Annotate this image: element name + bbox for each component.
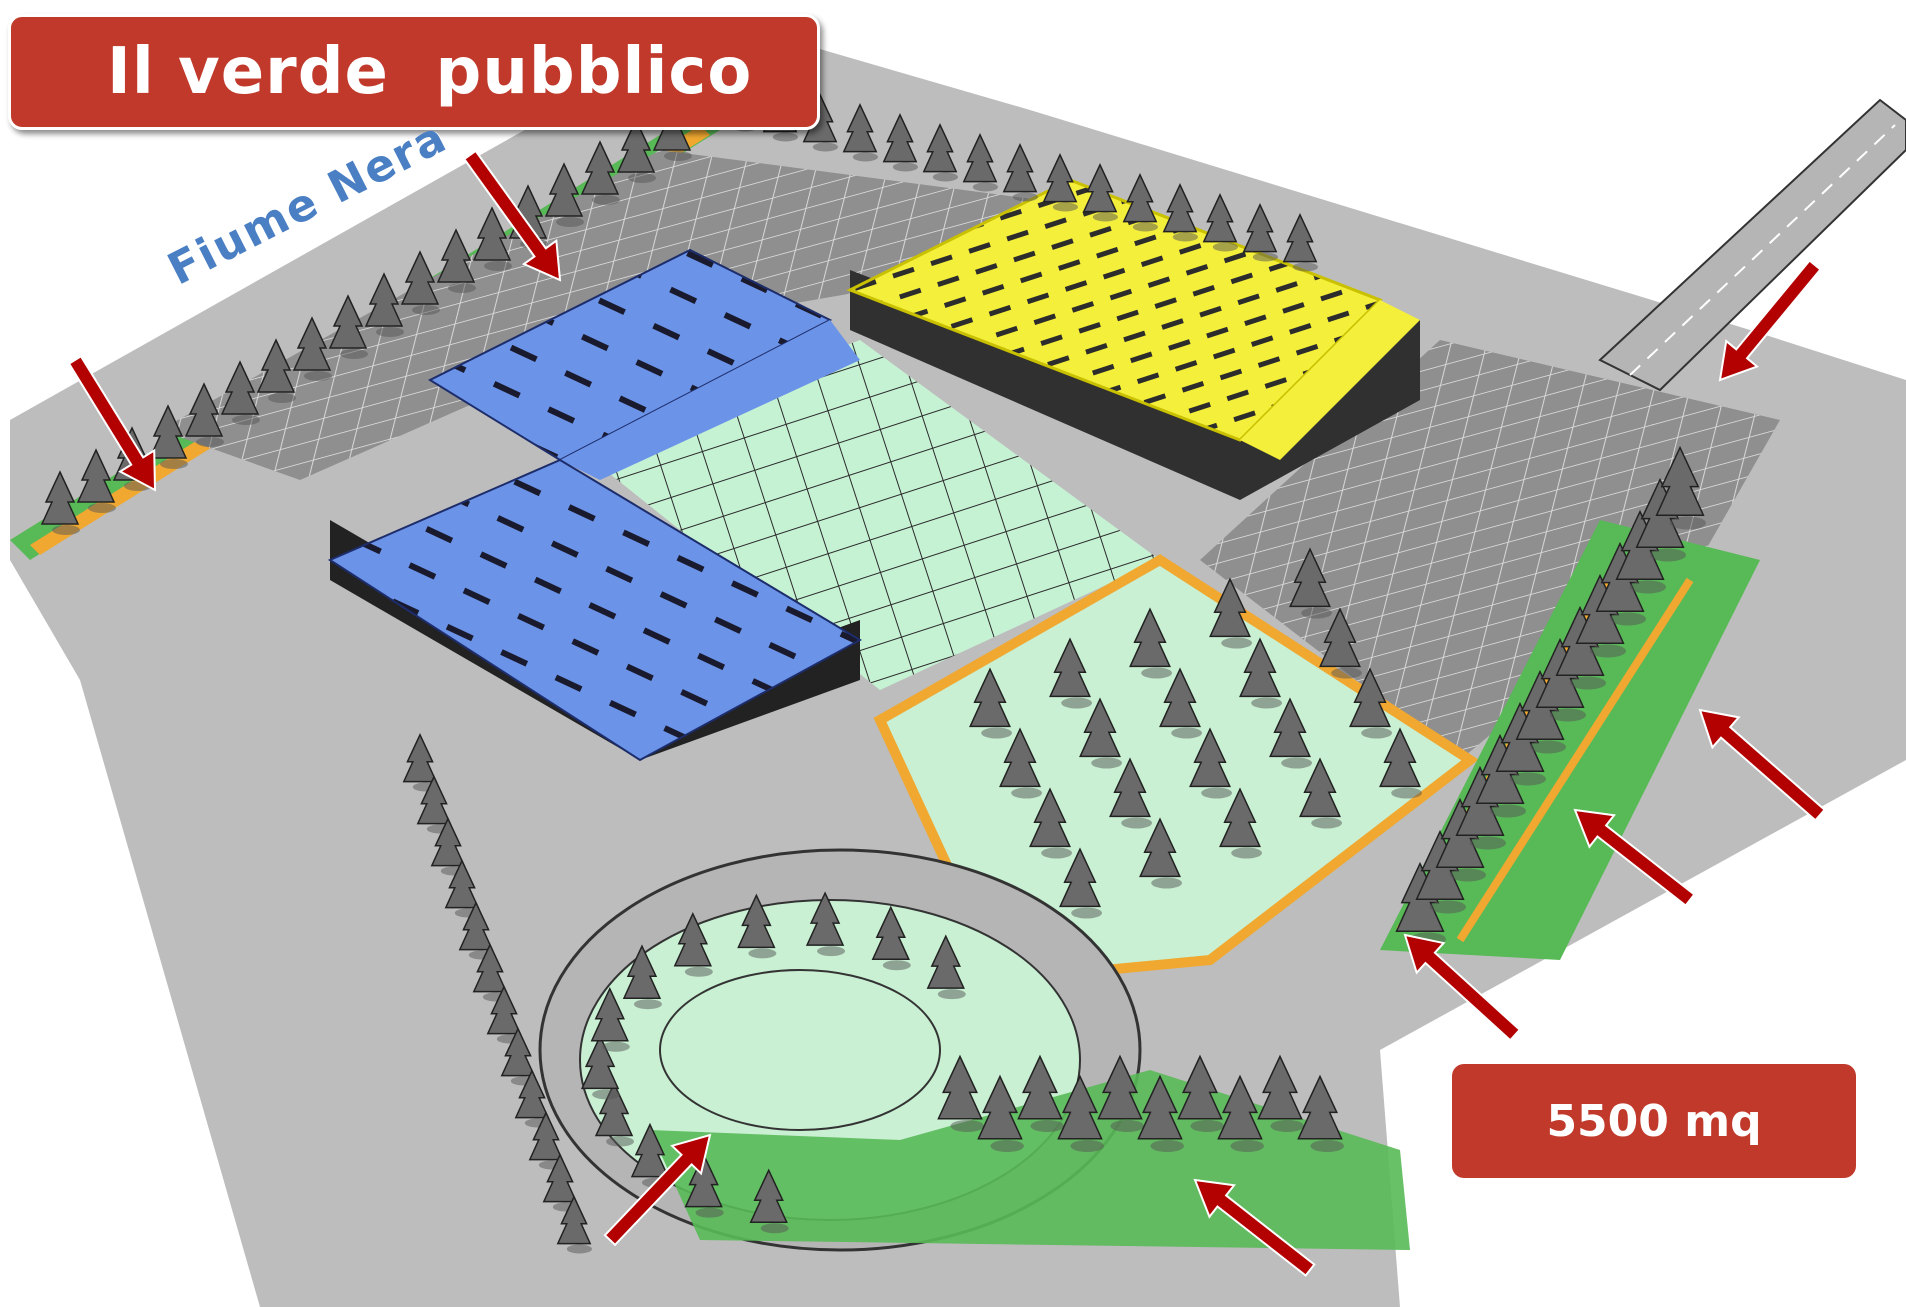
tree-icon bbox=[256, 338, 296, 403]
tree-icon bbox=[969, 667, 1012, 739]
tree-icon bbox=[937, 1054, 984, 1132]
tree-icon bbox=[922, 123, 959, 182]
tree-icon bbox=[328, 294, 368, 359]
tree-icon bbox=[580, 140, 620, 205]
central-plaza bbox=[580, 340, 1160, 690]
tree-icon bbox=[1655, 445, 1707, 530]
tree-icon bbox=[1349, 667, 1392, 739]
tree-icon bbox=[1299, 757, 1342, 829]
tree-icon bbox=[148, 404, 188, 469]
tree-icon bbox=[1059, 847, 1102, 919]
tree-icon bbox=[436, 228, 476, 293]
tree-icon bbox=[1289, 547, 1332, 619]
tree-icon bbox=[590, 986, 630, 1052]
tree-icon bbox=[1129, 607, 1172, 679]
tree-icon bbox=[1297, 1074, 1344, 1152]
tree-icon bbox=[926, 934, 966, 1000]
tree-icon bbox=[1002, 143, 1038, 202]
area-badge: 5500 mq bbox=[1452, 1064, 1856, 1178]
blue-building-roof-b bbox=[560, 320, 860, 480]
tree-icon bbox=[1319, 607, 1362, 679]
tree-icon bbox=[1057, 1074, 1104, 1152]
blue-building-roof-c bbox=[327, 458, 863, 762]
tree-icon bbox=[1137, 1074, 1184, 1152]
arrow-icon bbox=[1573, 808, 1696, 907]
tree-icon bbox=[1162, 183, 1198, 242]
tree-icon bbox=[1189, 727, 1232, 799]
tree-icon bbox=[220, 360, 260, 425]
arrow-icon bbox=[1698, 708, 1827, 822]
arrow-icon bbox=[1193, 1178, 1316, 1277]
tree-icon bbox=[1082, 163, 1118, 222]
access-road bbox=[1598, 98, 1906, 392]
area-value: 5500 mq bbox=[1546, 1095, 1762, 1147]
tree-icon bbox=[1257, 1054, 1304, 1132]
tree-icon bbox=[594, 1081, 635, 1147]
tree-icon bbox=[616, 118, 656, 183]
tree-icon bbox=[184, 382, 224, 447]
tree-icon bbox=[882, 113, 919, 172]
tree-icon bbox=[962, 133, 999, 192]
tree-icon bbox=[1017, 1054, 1064, 1132]
tree-icon bbox=[544, 162, 584, 227]
tree-icon bbox=[842, 103, 879, 162]
tree-icon bbox=[1049, 637, 1092, 709]
tree-icon bbox=[805, 891, 846, 957]
tree-icon bbox=[1097, 1054, 1144, 1132]
tree-icon bbox=[1029, 787, 1072, 859]
tree-icon bbox=[1177, 1054, 1224, 1132]
tree-icon bbox=[1202, 193, 1238, 252]
tree-icon bbox=[1122, 173, 1158, 232]
tree-icon bbox=[1139, 817, 1182, 889]
tree-icon bbox=[472, 206, 512, 271]
arrow-icon bbox=[67, 354, 157, 492]
arrow-icon bbox=[603, 1133, 712, 1247]
tree-icon bbox=[684, 1152, 724, 1218]
tree-icon bbox=[737, 893, 777, 959]
tree-icon bbox=[292, 316, 332, 381]
tree-icon bbox=[1042, 153, 1078, 212]
arrow-icon bbox=[1403, 933, 1522, 1042]
tree-icon bbox=[580, 1034, 621, 1100]
tree-icon bbox=[977, 1074, 1024, 1152]
tree-icon bbox=[364, 272, 404, 337]
tree-icon bbox=[1159, 667, 1202, 739]
tree-icon bbox=[40, 470, 80, 535]
tree-icon bbox=[1282, 213, 1318, 272]
tree-icon bbox=[871, 905, 911, 971]
tree-icon bbox=[556, 1195, 593, 1254]
tree-icon bbox=[1379, 727, 1422, 799]
tree-icon bbox=[400, 250, 440, 315]
arrow-icon bbox=[462, 149, 562, 282]
tree-icon bbox=[673, 912, 713, 977]
tree-icon bbox=[1269, 697, 1312, 769]
tree-icon bbox=[76, 448, 116, 513]
arrow-icon bbox=[1718, 259, 1822, 382]
tree-icon bbox=[1242, 203, 1278, 262]
yellow-building-wing bbox=[1240, 300, 1420, 460]
tree-icon bbox=[999, 727, 1042, 799]
tree-icon bbox=[622, 944, 662, 1010]
tree-icon bbox=[1209, 577, 1252, 649]
tree-icon bbox=[1219, 787, 1262, 859]
tree-icon bbox=[1109, 757, 1152, 829]
tree-icon bbox=[1239, 637, 1282, 709]
page-title: Il verde pubblico bbox=[107, 35, 753, 109]
tree-icon bbox=[1079, 697, 1122, 769]
title-banner: Il verde pubblico bbox=[8, 14, 820, 130]
tree-icon bbox=[1217, 1074, 1264, 1152]
roundabout-inner bbox=[659, 969, 941, 1131]
tree-icon bbox=[749, 1168, 789, 1234]
